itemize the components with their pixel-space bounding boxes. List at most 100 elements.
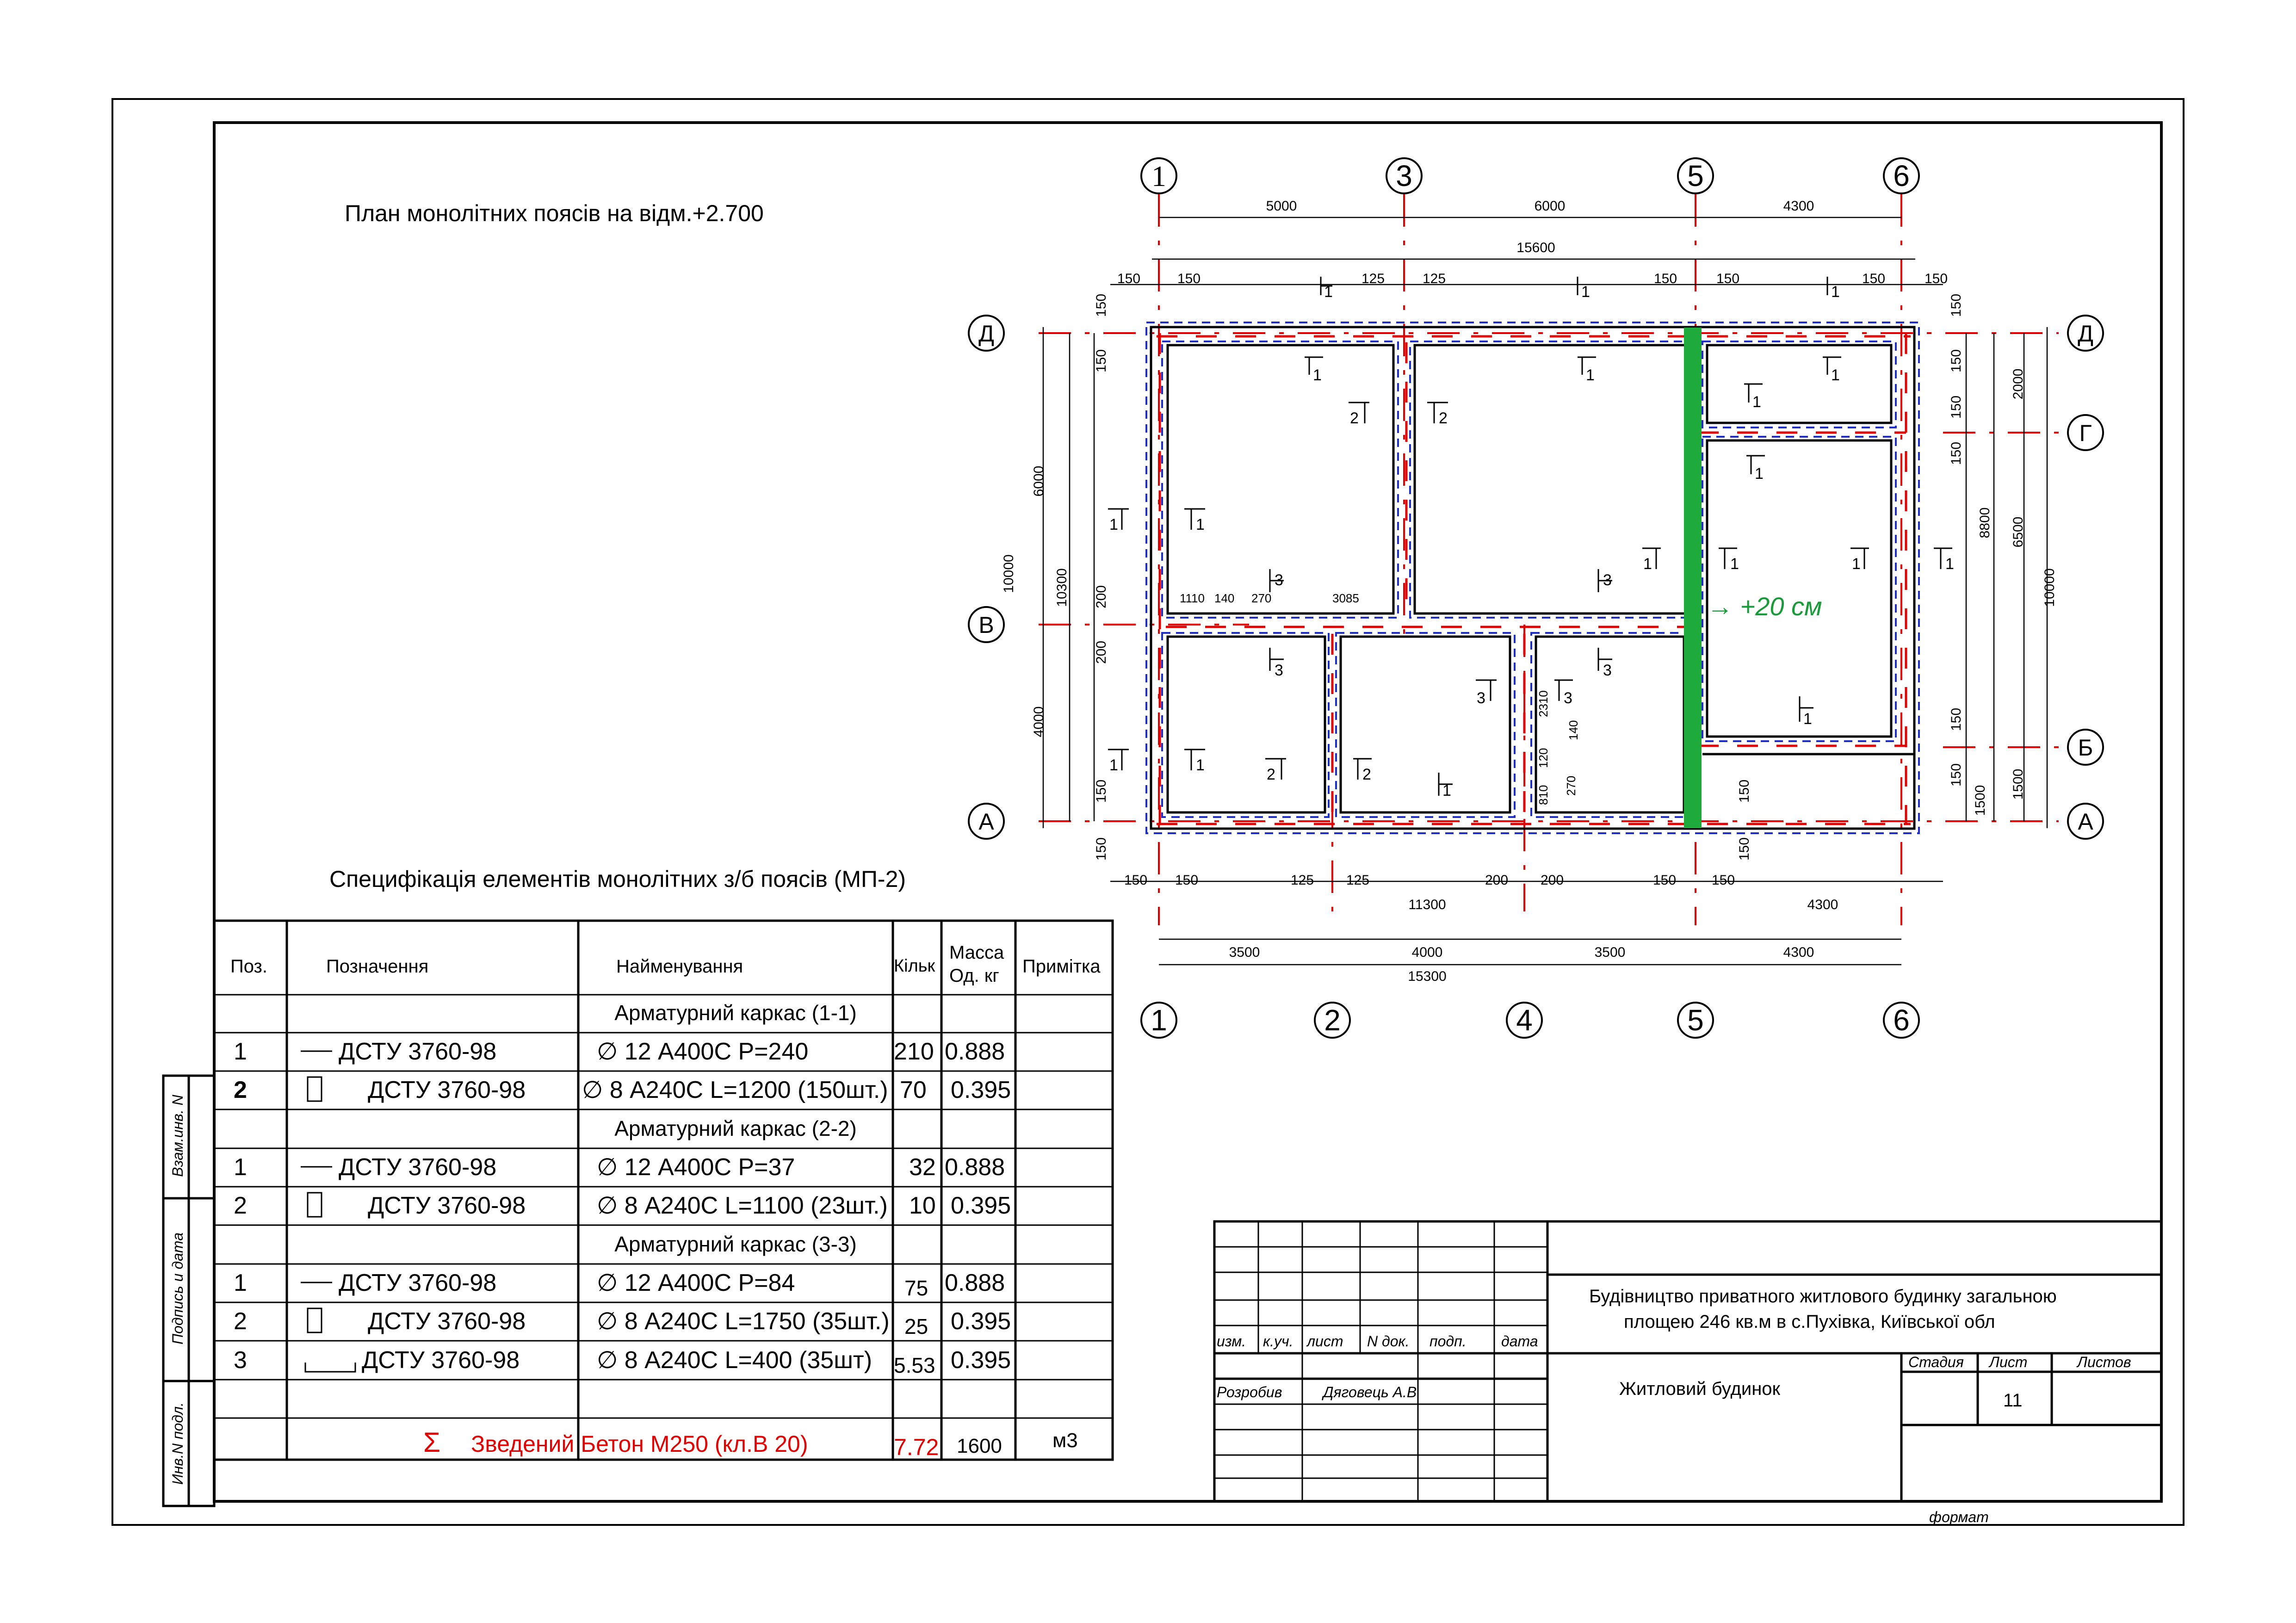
svg-text:ДСТУ 3760-98: ДСТУ 3760-98 [339,1270,496,1296]
svg-text:200: 200 [1094,641,1109,664]
axis-bubble-left: Д [968,315,1005,352]
svg-text:1: 1 [1151,160,1166,192]
project-title-1: Будівництво приватного житлового будинку… [1589,1286,2057,1307]
svg-text:1: 1 [1109,516,1118,533]
svg-text:125: 125 [1291,873,1314,888]
title-block: изм. к.уч. лист N док. подп. дата Розроб… [1213,1220,2163,1525]
axis-bubble-bottom: 4 [1506,1002,1543,1039]
svg-text:0.395: 0.395 [951,1347,1011,1374]
svg-text:1600: 1600 [957,1435,1002,1457]
svg-text:1: 1 [1852,555,1861,573]
axes-top: 1 3 5 6 [1140,157,1920,194]
svg-text:150: 150 [1653,873,1676,888]
svg-text:Б: Б [2078,735,2093,761]
tb-header: к.уч. [1263,1333,1293,1350]
header-qty: Кільк [894,956,935,976]
svg-text:1: 1 [1643,555,1652,573]
axes-right: Д Г Б А [2067,315,2104,840]
svg-text:2: 2 [1267,766,1275,783]
svg-text:4: 4 [1516,1004,1533,1037]
object-name: Житловий будинок [1619,1379,1781,1399]
svg-text:2: 2 [234,1308,247,1335]
group-title: Арматурний каркас (1-1) [614,1001,857,1025]
svg-text:150: 150 [1949,294,1964,317]
section-marks: 1 1 1 1 1 1 1 1 1 1 1 1 1 1 1 1 1 1 2 2 … [1108,277,1954,799]
svg-text:3: 3 [1396,159,1412,192]
svg-text:1: 1 [1831,283,1840,301]
svg-text:Г: Г [2079,420,2092,446]
green-wall-band [1684,328,1702,828]
side-stamp: Взам.инв. N Подпись и дата Инв.N подл. [162,1074,216,1507]
svg-text:125: 125 [1346,873,1369,888]
svg-text:1: 1 [234,1154,247,1181]
svg-text:→ +20 см: → +20 см [1707,592,1822,621]
svg-text:3085: 3085 [1332,591,1359,605]
svg-text:1: 1 [1313,366,1322,384]
svg-text:70: 70 [900,1077,927,1103]
svg-text:150: 150 [1117,271,1140,286]
svg-text:150: 150 [1716,271,1739,286]
svg-text:ДСТУ 3760-98: ДСТУ 3760-98 [368,1077,526,1103]
svg-text:4000: 4000 [1412,945,1443,960]
svg-text:5: 5 [1687,1004,1704,1037]
svg-text:1: 1 [1442,782,1451,799]
axis-bubble-right: Д [2067,315,2104,352]
svg-text:200: 200 [1541,873,1564,888]
tb-header: изм. [1217,1333,1246,1350]
axes-left: Д В А [968,315,1005,840]
svg-text:1: 1 [1752,393,1761,411]
svg-text:150: 150 [1177,271,1201,286]
stage-label: Стадия [1908,1354,1964,1370]
svg-text:ДСТУ 3760-98: ДСТУ 3760-98 [339,1038,496,1065]
svg-text:11300: 11300 [1408,897,1446,912]
svg-text:150: 150 [1094,349,1109,372]
svg-text:3: 3 [1603,662,1612,679]
svg-text:∅ 12 А400С Р=84: ∅ 12 А400С Р=84 [597,1270,795,1296]
svg-text:ДСТУ 3760-98: ДСТУ 3760-98 [368,1192,526,1219]
svg-text:ДСТУ 3760-98: ДСТУ 3760-98 [362,1347,520,1374]
svg-text:125: 125 [1362,271,1385,286]
svg-text:0.888: 0.888 [945,1154,1005,1181]
svg-text:75: 75 [904,1276,928,1300]
svg-text:1: 1 [1730,555,1739,573]
svg-text:120: 120 [1536,748,1550,768]
header-designation: Позначення [326,956,428,977]
svg-text:∅ 8 А240С L=400 (35шт): ∅ 8 А240С L=400 (35шт) [597,1347,872,1374]
table-row: 1 ДСТУ 3760-98 ∅ 12 А400С Р=84 75 0.888 [234,1270,1005,1300]
axis-bubble-right: А [2067,803,2104,840]
dims-right: 2000 6500 1500 8800 10000 150 150 150 15… [1737,294,2057,861]
axis-bubble-left: В [968,606,1005,643]
svg-text:150: 150 [1094,780,1109,803]
axis-bubble-top: 3 [1386,157,1423,194]
inner-frame [213,121,2163,1503]
dims-top: 5000 6000 4300 15600 150 150 125 125 150… [1117,198,1948,286]
svg-text:2: 2 [234,1077,247,1103]
svg-text:32: 32 [909,1154,936,1181]
svg-text:1: 1 [234,1038,247,1065]
axis-bubble-bottom: 1 [1140,1002,1177,1039]
svg-text:25: 25 [904,1314,928,1338]
header-mass-1: Масса [949,942,1004,963]
spec-table: Поз. Позначення Найменування Кільк Масса… [213,919,1114,1461]
svg-text:А: А [2078,809,2093,835]
group-title: Арматурний каркас (3-3) [614,1232,857,1256]
svg-text:3: 3 [1275,571,1283,589]
svg-text:∅ 8 А240С L=1200 (150шт.): ∅ 8 А240С L=1200 (150шт.) [582,1077,888,1103]
svg-text:∅ 8 А240С L=1100 (23шт.): ∅ 8 А240С L=1100 (23шт.) [597,1192,888,1219]
svg-text:2000: 2000 [2011,369,2026,400]
sheet-label: Лист [1988,1354,2027,1370]
side-stamp-label: Инв.N подл. [169,1402,186,1485]
svg-text:140: 140 [1214,591,1234,605]
svg-text:А: А [978,809,994,835]
axis-bubble-bottom: 6 [1883,1002,1920,1039]
svg-text:10000: 10000 [2042,568,2057,607]
svg-text:15300: 15300 [1408,969,1446,984]
svg-text:150: 150 [1949,396,1964,419]
svg-text:150: 150 [1949,442,1964,465]
svg-text:7.72: 7.72 [894,1434,939,1460]
svg-text:4000: 4000 [1031,706,1046,737]
svg-text:200: 200 [1485,873,1508,888]
svg-text:150: 150 [1925,271,1948,286]
svg-text:3: 3 [1477,689,1485,707]
